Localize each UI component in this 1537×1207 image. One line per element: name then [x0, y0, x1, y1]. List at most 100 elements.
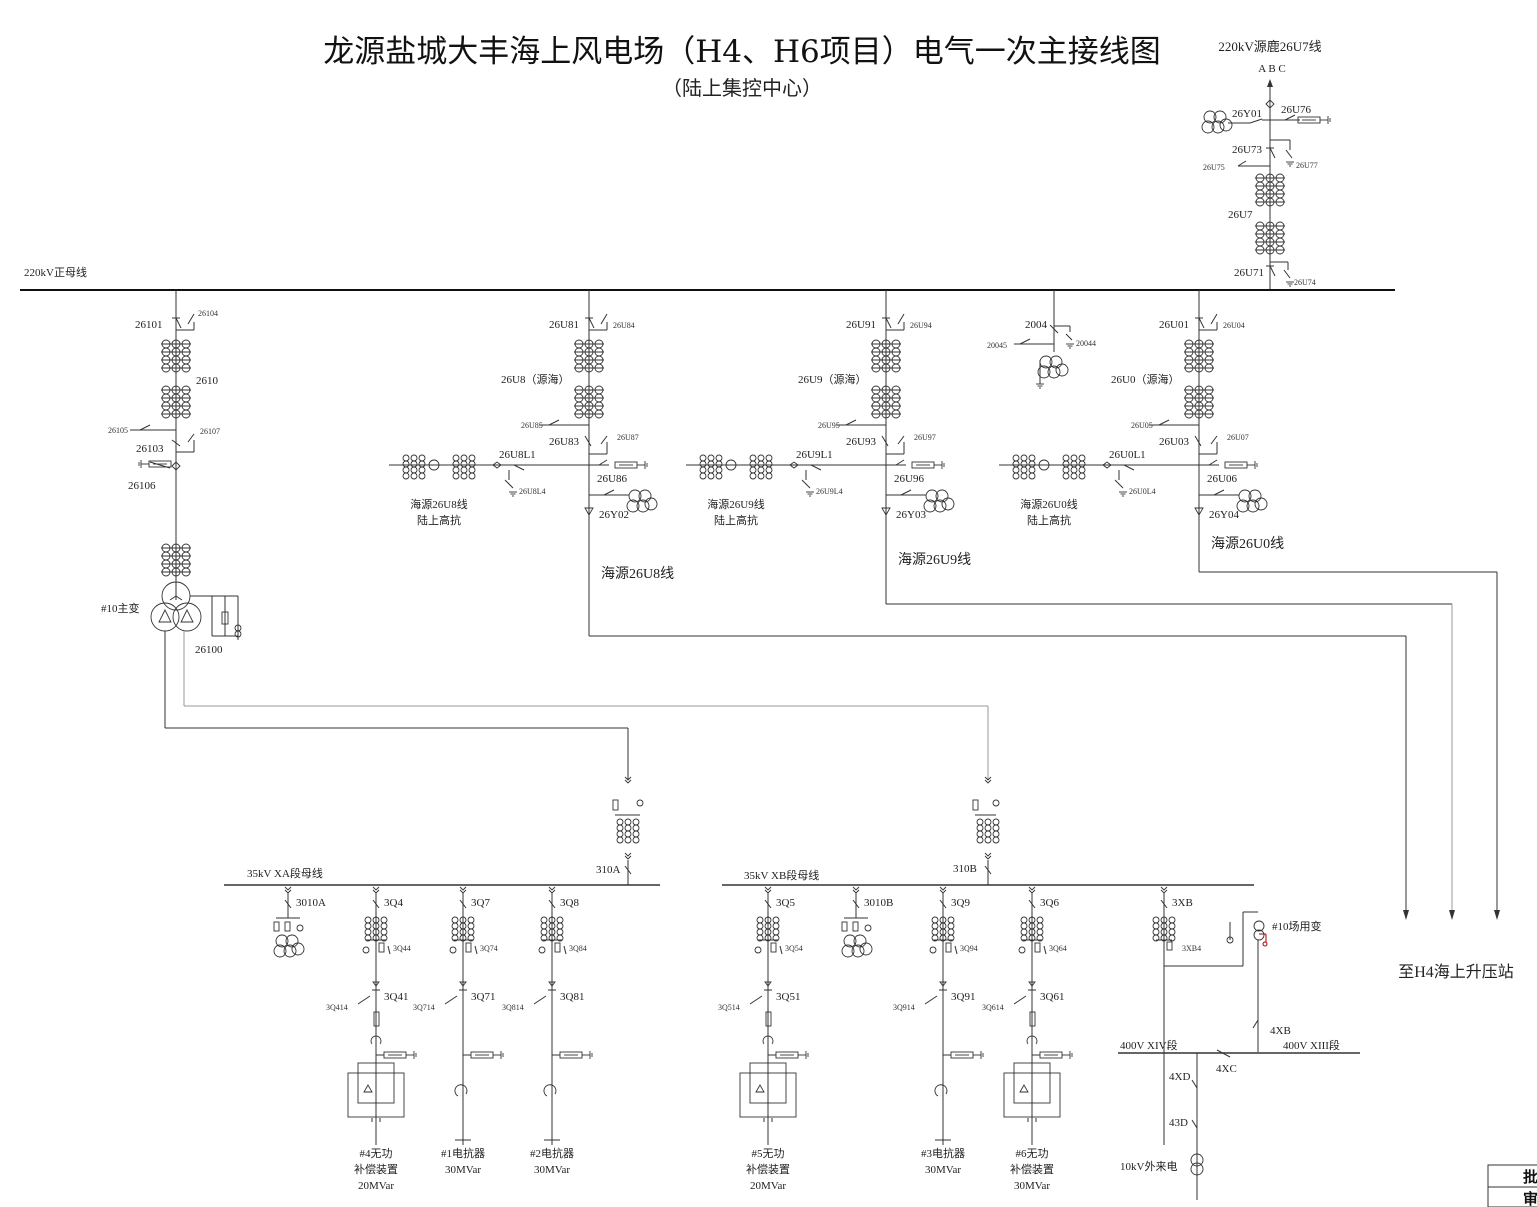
label-bay-earth: 3Q84 — [569, 944, 587, 953]
label-bay-breaker: 3Q51 — [776, 991, 800, 1003]
label-26106: 26106 — [128, 480, 156, 492]
label-device-name: #6无功 — [1016, 1147, 1049, 1160]
label-bay-breaker-earth: 3Q414 — [326, 1003, 348, 1012]
label-bay-switch: 3Q6 — [1040, 897, 1059, 909]
label-26103: 26103 — [136, 443, 164, 455]
label-breaker: 26U8（源海） — [501, 372, 569, 386]
label-26104: 26104 — [198, 309, 218, 318]
label-bay-earth: 3Q94 — [960, 944, 978, 953]
label-bay-breaker: 3Q91 — [951, 991, 975, 1003]
label-device-rating: 20MVar — [750, 1180, 786, 1192]
label-line-name: 海源26U8线 — [601, 566, 674, 582]
title-block-approve: 批 — [1523, 1168, 1537, 1186]
bus-35-a-label: 35kV XA段母线 — [247, 866, 323, 880]
label-bay-breaker: 3Q61 — [1040, 991, 1064, 1003]
bus-400v-xiv-label: 400V XIV段 — [1120, 1038, 1178, 1052]
label-reactor-switch: 26U9L1 — [796, 449, 833, 461]
label-bay-switch: 3Q9 — [951, 897, 970, 909]
label-bay-breaker: 3Q71 — [471, 991, 495, 1003]
label-line-disconnector: 26U83 — [549, 436, 579, 448]
label-bay-switch: 3Q4 — [384, 897, 403, 909]
label-26100: 26100 — [195, 644, 223, 656]
label-bay-switch: 3Q7 — [471, 897, 490, 909]
incoming-line-bay: 220kV源鹿26U7线 A B C 26Y01 26U76 26U73 26U… — [1201, 39, 1331, 290]
label-arrester-switch: 26U96 — [894, 473, 924, 485]
label-26Y01: 26Y01 — [1232, 108, 1262, 120]
title-block-review: 审 — [1523, 1190, 1537, 1207]
label-line-earth: 26U07 — [1227, 433, 1249, 442]
label-10-main-transformer: #10主变 — [101, 601, 140, 615]
label-26U71: 26U71 — [1234, 267, 1264, 279]
label-device-name: #1电抗器 — [441, 1146, 485, 1160]
label-10kv-external: 10kV外来电 — [1120, 1160, 1177, 1173]
label-line-name: 海源26U9线 — [898, 552, 971, 568]
station-service: #10场用变 4XB 400V XIV段 400V XIII段 4XC 4XD … — [1118, 911, 1360, 1200]
label-bay-switch: 3Q5 — [776, 897, 795, 909]
label-reactor-type: 陆上高抗 — [417, 513, 461, 527]
label-reactor-name: 海源26U8线 — [410, 497, 467, 511]
label-reactor-name: 海源26U0线 — [1020, 497, 1077, 511]
label-bus-earth: 26U04 — [1223, 321, 1245, 330]
label-device-rating: 30MVar — [534, 1164, 570, 1176]
pt-bay-2004: 2004 20044 20045 — [987, 290, 1096, 389]
label-bay-earth: 3Q64 — [1049, 944, 1067, 953]
label-26101: 26101 — [135, 319, 163, 331]
diagram-title: 龙源盐城大丰海上风电场（H4、H6项目）电气一次主接线图 — [323, 34, 1161, 70]
label-4XB: 4XB — [1270, 1025, 1291, 1037]
phase-labels: A B C — [1258, 63, 1286, 75]
label-bay-breaker-earth: 3Q714 — [413, 1003, 435, 1012]
label-bay-breaker: 3Q41 — [384, 991, 408, 1003]
label-bay-switch: 3XB — [1172, 897, 1193, 909]
label-bay-switch: 3010A — [296, 897, 326, 909]
label-bus-earth: 26U84 — [613, 321, 635, 330]
label-bay-breaker: 3Q81 — [560, 991, 584, 1003]
label-device-name: #5无功 — [752, 1147, 785, 1160]
label-reactor-earth: 26U9L4 — [816, 487, 843, 496]
label-bay-earth: 3Q54 — [785, 944, 803, 953]
label-reactor-earth: 26U0L4 — [1129, 487, 1156, 496]
label-arrester-switch: 26U86 — [597, 473, 627, 485]
label-43D: 43D — [1169, 1117, 1188, 1129]
bus-35-a-section: 35kV XA段母线 310A — [224, 776, 660, 886]
bay-35b-3010B: 3010B — [841, 886, 893, 958]
label-bay-switch: 3010B — [864, 897, 893, 909]
label-earth-left: 26U95 — [818, 421, 840, 430]
label-bus-disconnector: 26U01 — [1159, 319, 1189, 331]
label-breaker: 26U0（源海） — [1111, 372, 1179, 386]
label-device-type: 补偿装置 — [1010, 1162, 1054, 1176]
label-bay-breaker-earth: 3Q514 — [718, 1003, 740, 1012]
label-reactor-earth: 26U8L4 — [519, 487, 546, 496]
label-bus-disconnector: 26U81 — [549, 319, 579, 331]
label-26U77: 26U77 — [1296, 161, 1318, 170]
label-bay-earth: 3Q44 — [393, 944, 411, 953]
label-26107: 26107 — [200, 427, 220, 436]
label-bay-breaker-earth: 3Q614 — [982, 1003, 1004, 1012]
title-block: 批 审 — [1487, 1164, 1537, 1207]
label-26U74: 26U74 — [1294, 278, 1316, 287]
label-device-rating: 30MVar — [1014, 1180, 1050, 1192]
label-earth-left: 26U85 — [521, 421, 543, 430]
label-line-name: 海源26U0线 — [1211, 536, 1284, 552]
main-transformer-bay: 26101 26104 2610 26105 26107 26103 26106… — [101, 290, 989, 780]
label-reactor-name: 海源26U9线 — [707, 497, 764, 511]
label-bay-earth: 3Q74 — [480, 944, 498, 953]
label-bus-earth: 26U94 — [910, 321, 932, 330]
label-earth-left: 26U05 — [1131, 421, 1153, 430]
label-device-name: #2电抗器 — [530, 1146, 574, 1160]
label-26U73: 26U73 — [1232, 144, 1262, 156]
bus-400v-xiii-label: 400V XIII段 — [1283, 1038, 1340, 1052]
label-2004: 2004 — [1025, 319, 1048, 331]
label-26105: 26105 — [108, 426, 128, 435]
bus-220-label: 220kV正母线 — [24, 265, 87, 279]
label-reactor-switch: 26U8L1 — [499, 449, 536, 461]
label-bay-breaker-earth: 3Q814 — [502, 1003, 524, 1012]
destination-label: 至H4海上升压站 — [1398, 963, 1514, 981]
